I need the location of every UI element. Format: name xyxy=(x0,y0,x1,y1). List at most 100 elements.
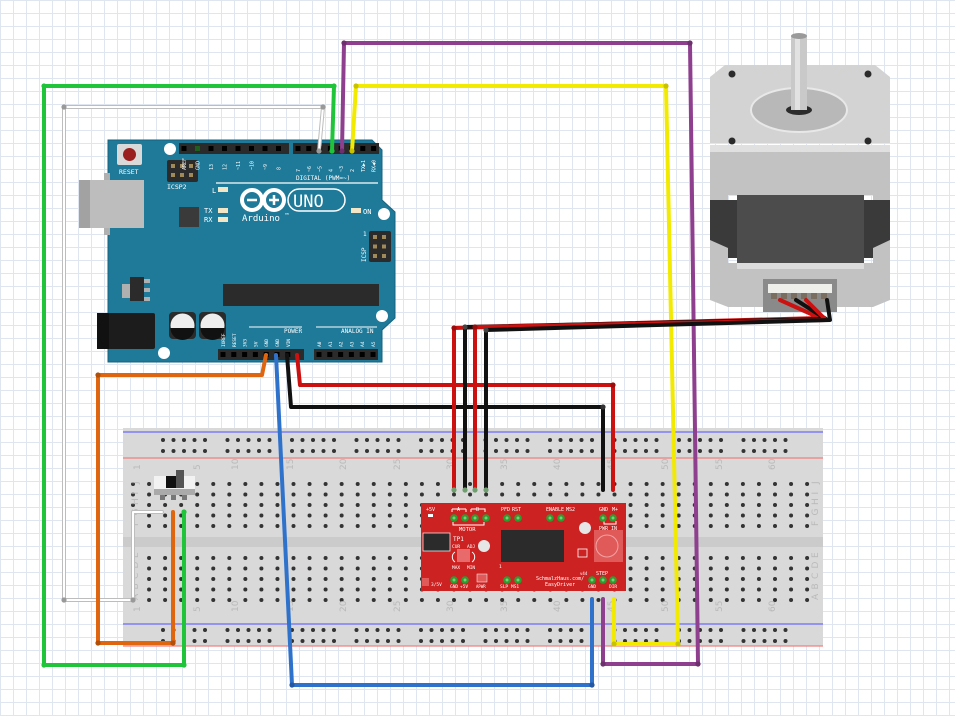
breadboard-hole[interactable] xyxy=(740,492,745,497)
rail-hole[interactable] xyxy=(783,628,788,632)
breadboard-hole[interactable] xyxy=(419,482,424,486)
motor-wire-b2[interactable] xyxy=(484,298,832,492)
rail-hole[interactable] xyxy=(300,639,305,643)
breadboard-hole[interactable] xyxy=(195,577,200,581)
rail-hole[interactable] xyxy=(773,628,777,632)
rail-hole[interactable] xyxy=(321,639,326,643)
rail-hole[interactable] xyxy=(504,628,509,632)
breadboard-hole[interactable] xyxy=(789,577,794,581)
breadboard-hole[interactable] xyxy=(660,566,665,571)
breadboard-hole[interactable] xyxy=(676,482,681,486)
breadboard-hole[interactable] xyxy=(371,587,376,592)
breadboard-hole[interactable] xyxy=(323,598,328,602)
breadboard-hole[interactable] xyxy=(243,503,248,507)
breadboard-hole[interactable] xyxy=(435,598,440,602)
breadboard-hole[interactable] xyxy=(789,492,794,497)
breadboard-hole[interactable] xyxy=(339,556,344,560)
breadboard-hole[interactable] xyxy=(323,492,328,497)
breadboard-hole[interactable] xyxy=(147,556,152,560)
breadboard-hole[interactable] xyxy=(708,492,713,497)
breadboard-hole[interactable] xyxy=(355,513,360,518)
breadboard-hole[interactable] xyxy=(756,566,761,571)
rail-hole[interactable] xyxy=(246,628,251,632)
breadboard-hole[interactable] xyxy=(500,598,505,602)
breadboard-hole[interactable] xyxy=(211,513,216,518)
header-pin[interactable] xyxy=(359,352,365,357)
breadboard-hole[interactable] xyxy=(403,598,408,602)
black-wire[interactable] xyxy=(285,353,605,492)
breadboard-hole[interactable] xyxy=(708,587,713,592)
breadboard-hole[interactable] xyxy=(387,503,392,507)
rail-hole[interactable] xyxy=(548,438,552,442)
breadboard-hole[interactable] xyxy=(435,492,440,497)
rail-hole[interactable] xyxy=(558,449,563,453)
rail-hole[interactable] xyxy=(365,449,369,453)
wire-endpoint[interactable] xyxy=(675,641,681,647)
breadboard-hole[interactable] xyxy=(789,513,794,518)
breadboard-hole[interactable] xyxy=(371,566,376,571)
breadboard-hole[interactable] xyxy=(387,556,392,560)
rail-hole[interactable] xyxy=(246,639,251,643)
rail-hole[interactable] xyxy=(332,628,336,632)
rail-hole[interactable] xyxy=(773,438,777,442)
rail-hole[interactable] xyxy=(440,449,444,453)
rail-hole[interactable] xyxy=(783,639,788,643)
breadboard-hole[interactable] xyxy=(580,482,585,486)
rail-hole[interactable] xyxy=(429,438,434,442)
wire-endpoint[interactable] xyxy=(95,640,101,646)
breadboard-hole[interactable] xyxy=(660,577,665,581)
breadboard-hole[interactable] xyxy=(532,492,537,497)
rail-hole[interactable] xyxy=(687,639,692,643)
breadboard-hole[interactable] xyxy=(371,503,376,507)
breadboard-hole[interactable] xyxy=(516,598,521,602)
rail-hole[interactable] xyxy=(677,438,681,442)
breadboard-hole[interactable] xyxy=(243,556,248,560)
rail-hole[interactable] xyxy=(525,438,530,442)
breadboard-hole[interactable] xyxy=(724,492,729,497)
header-pin[interactable] xyxy=(306,146,312,151)
breadboard-hole[interactable] xyxy=(195,524,200,528)
breadboard-hole[interactable] xyxy=(435,482,440,486)
breadboard-hole[interactable] xyxy=(275,482,280,486)
rail-hole[interactable] xyxy=(267,628,272,632)
green-wire[interactable] xyxy=(42,84,336,667)
breadboard-hole[interactable] xyxy=(805,566,810,571)
breadboard-hole[interactable] xyxy=(147,492,152,497)
wire-endpoint[interactable] xyxy=(451,325,457,331)
breadboard-hole[interactable] xyxy=(179,503,184,507)
breadboard-hole[interactable] xyxy=(371,598,376,602)
breadboard-hole[interactable] xyxy=(724,503,729,507)
breadboard-hole[interactable] xyxy=(596,598,601,602)
breadboard-hole[interactable] xyxy=(147,482,152,486)
rail-hole[interactable] xyxy=(257,449,261,453)
wire-endpoint[interactable] xyxy=(349,148,355,154)
rail-hole[interactable] xyxy=(203,628,207,632)
wire-endpoint[interactable] xyxy=(130,597,136,603)
breadboard-hole[interactable] xyxy=(773,482,777,486)
wire-endpoint[interactable] xyxy=(329,148,335,154)
rail-hole[interactable] xyxy=(161,449,165,453)
rail-hole[interactable] xyxy=(429,628,434,632)
breadboard-hole[interactable] xyxy=(660,513,665,518)
rail-hole[interactable] xyxy=(698,438,702,442)
breadboard-hole[interactable] xyxy=(756,513,761,518)
breadboard-hole[interactable] xyxy=(628,513,633,518)
breadboard-hole[interactable] xyxy=(452,492,456,497)
breadboard-hole[interactable] xyxy=(644,503,649,507)
rail-hole[interactable] xyxy=(515,438,519,442)
breadboard-hole[interactable] xyxy=(275,566,280,571)
wire-endpoint[interactable] xyxy=(451,487,457,493)
rail-hole[interactable] xyxy=(548,639,552,643)
rail-hole[interactable] xyxy=(450,639,455,643)
rail-hole[interactable] xyxy=(762,639,767,643)
rail-hole[interactable] xyxy=(375,449,380,453)
breadboard-hole[interactable] xyxy=(355,598,360,602)
breadboard-hole[interactable] xyxy=(355,587,360,592)
wire-endpoint[interactable] xyxy=(331,83,337,89)
rail-hole[interactable] xyxy=(752,628,756,632)
rail-hole[interactable] xyxy=(257,639,261,643)
breadboard-hole[interactable] xyxy=(307,524,312,528)
breadboard-hole[interactable] xyxy=(773,513,777,518)
breadboard-hole[interactable] xyxy=(195,513,200,518)
breadboard-hole[interactable] xyxy=(628,598,633,602)
